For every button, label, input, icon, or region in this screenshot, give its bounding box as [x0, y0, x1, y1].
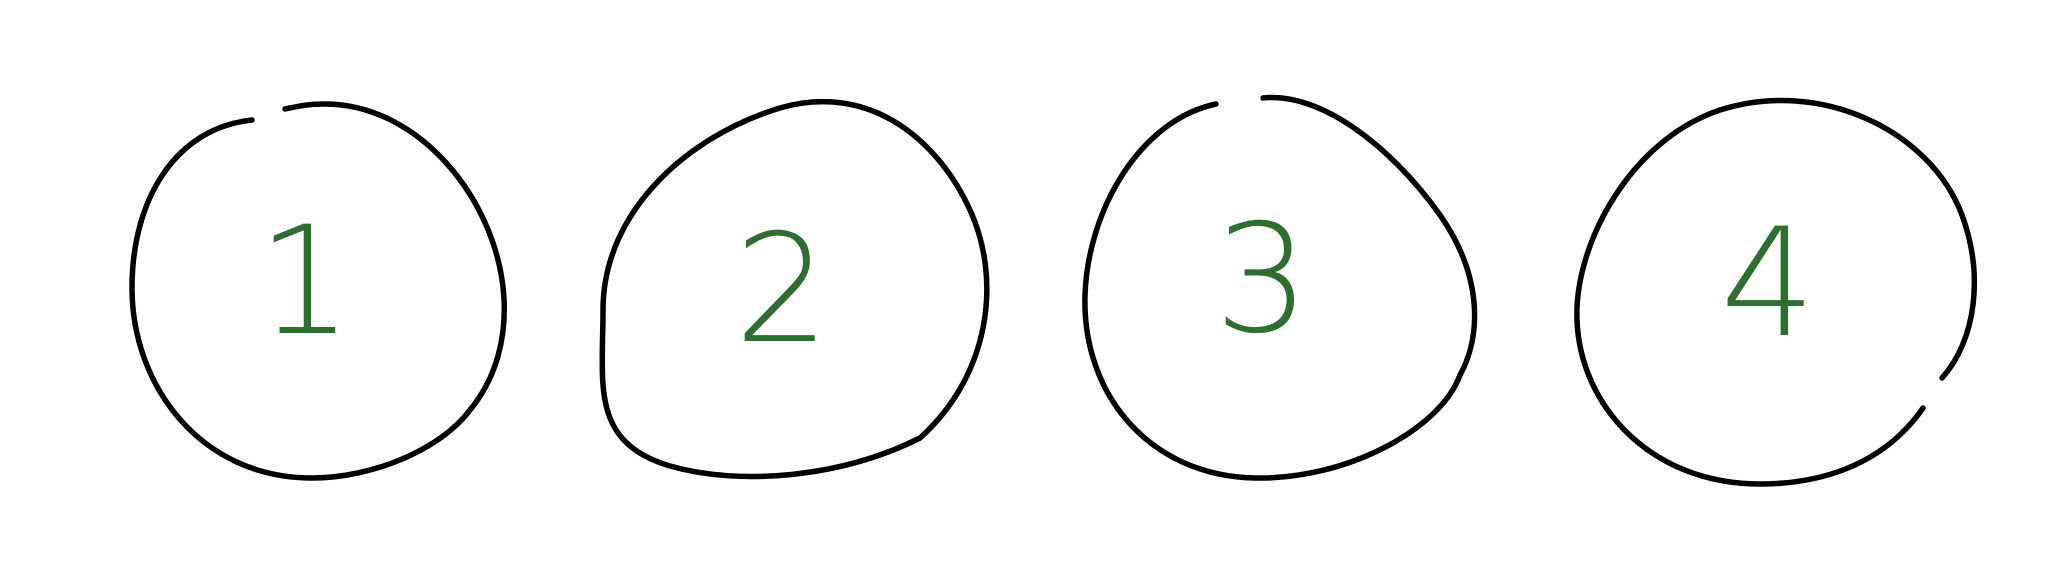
circle-group-2: 2: [599, 98, 990, 480]
hand-drawn-circle-3: [1082, 94, 1478, 481]
hand-drawn-circle-2: [599, 98, 990, 480]
hand-drawn-circle-4: [1574, 97, 1978, 487]
circle-group-1: 1: [129, 101, 508, 481]
circle-label-3: 3: [1214, 193, 1309, 367]
circle-label-2: 2: [734, 203, 829, 377]
circle-label-4: 4: [1720, 197, 1815, 371]
hand-drawn-circle-1: [129, 101, 508, 481]
circle-group-3: 3: [1082, 94, 1478, 481]
circle-group-4: 4: [1574, 97, 1978, 487]
circle-label-1: 1: [257, 195, 352, 369]
